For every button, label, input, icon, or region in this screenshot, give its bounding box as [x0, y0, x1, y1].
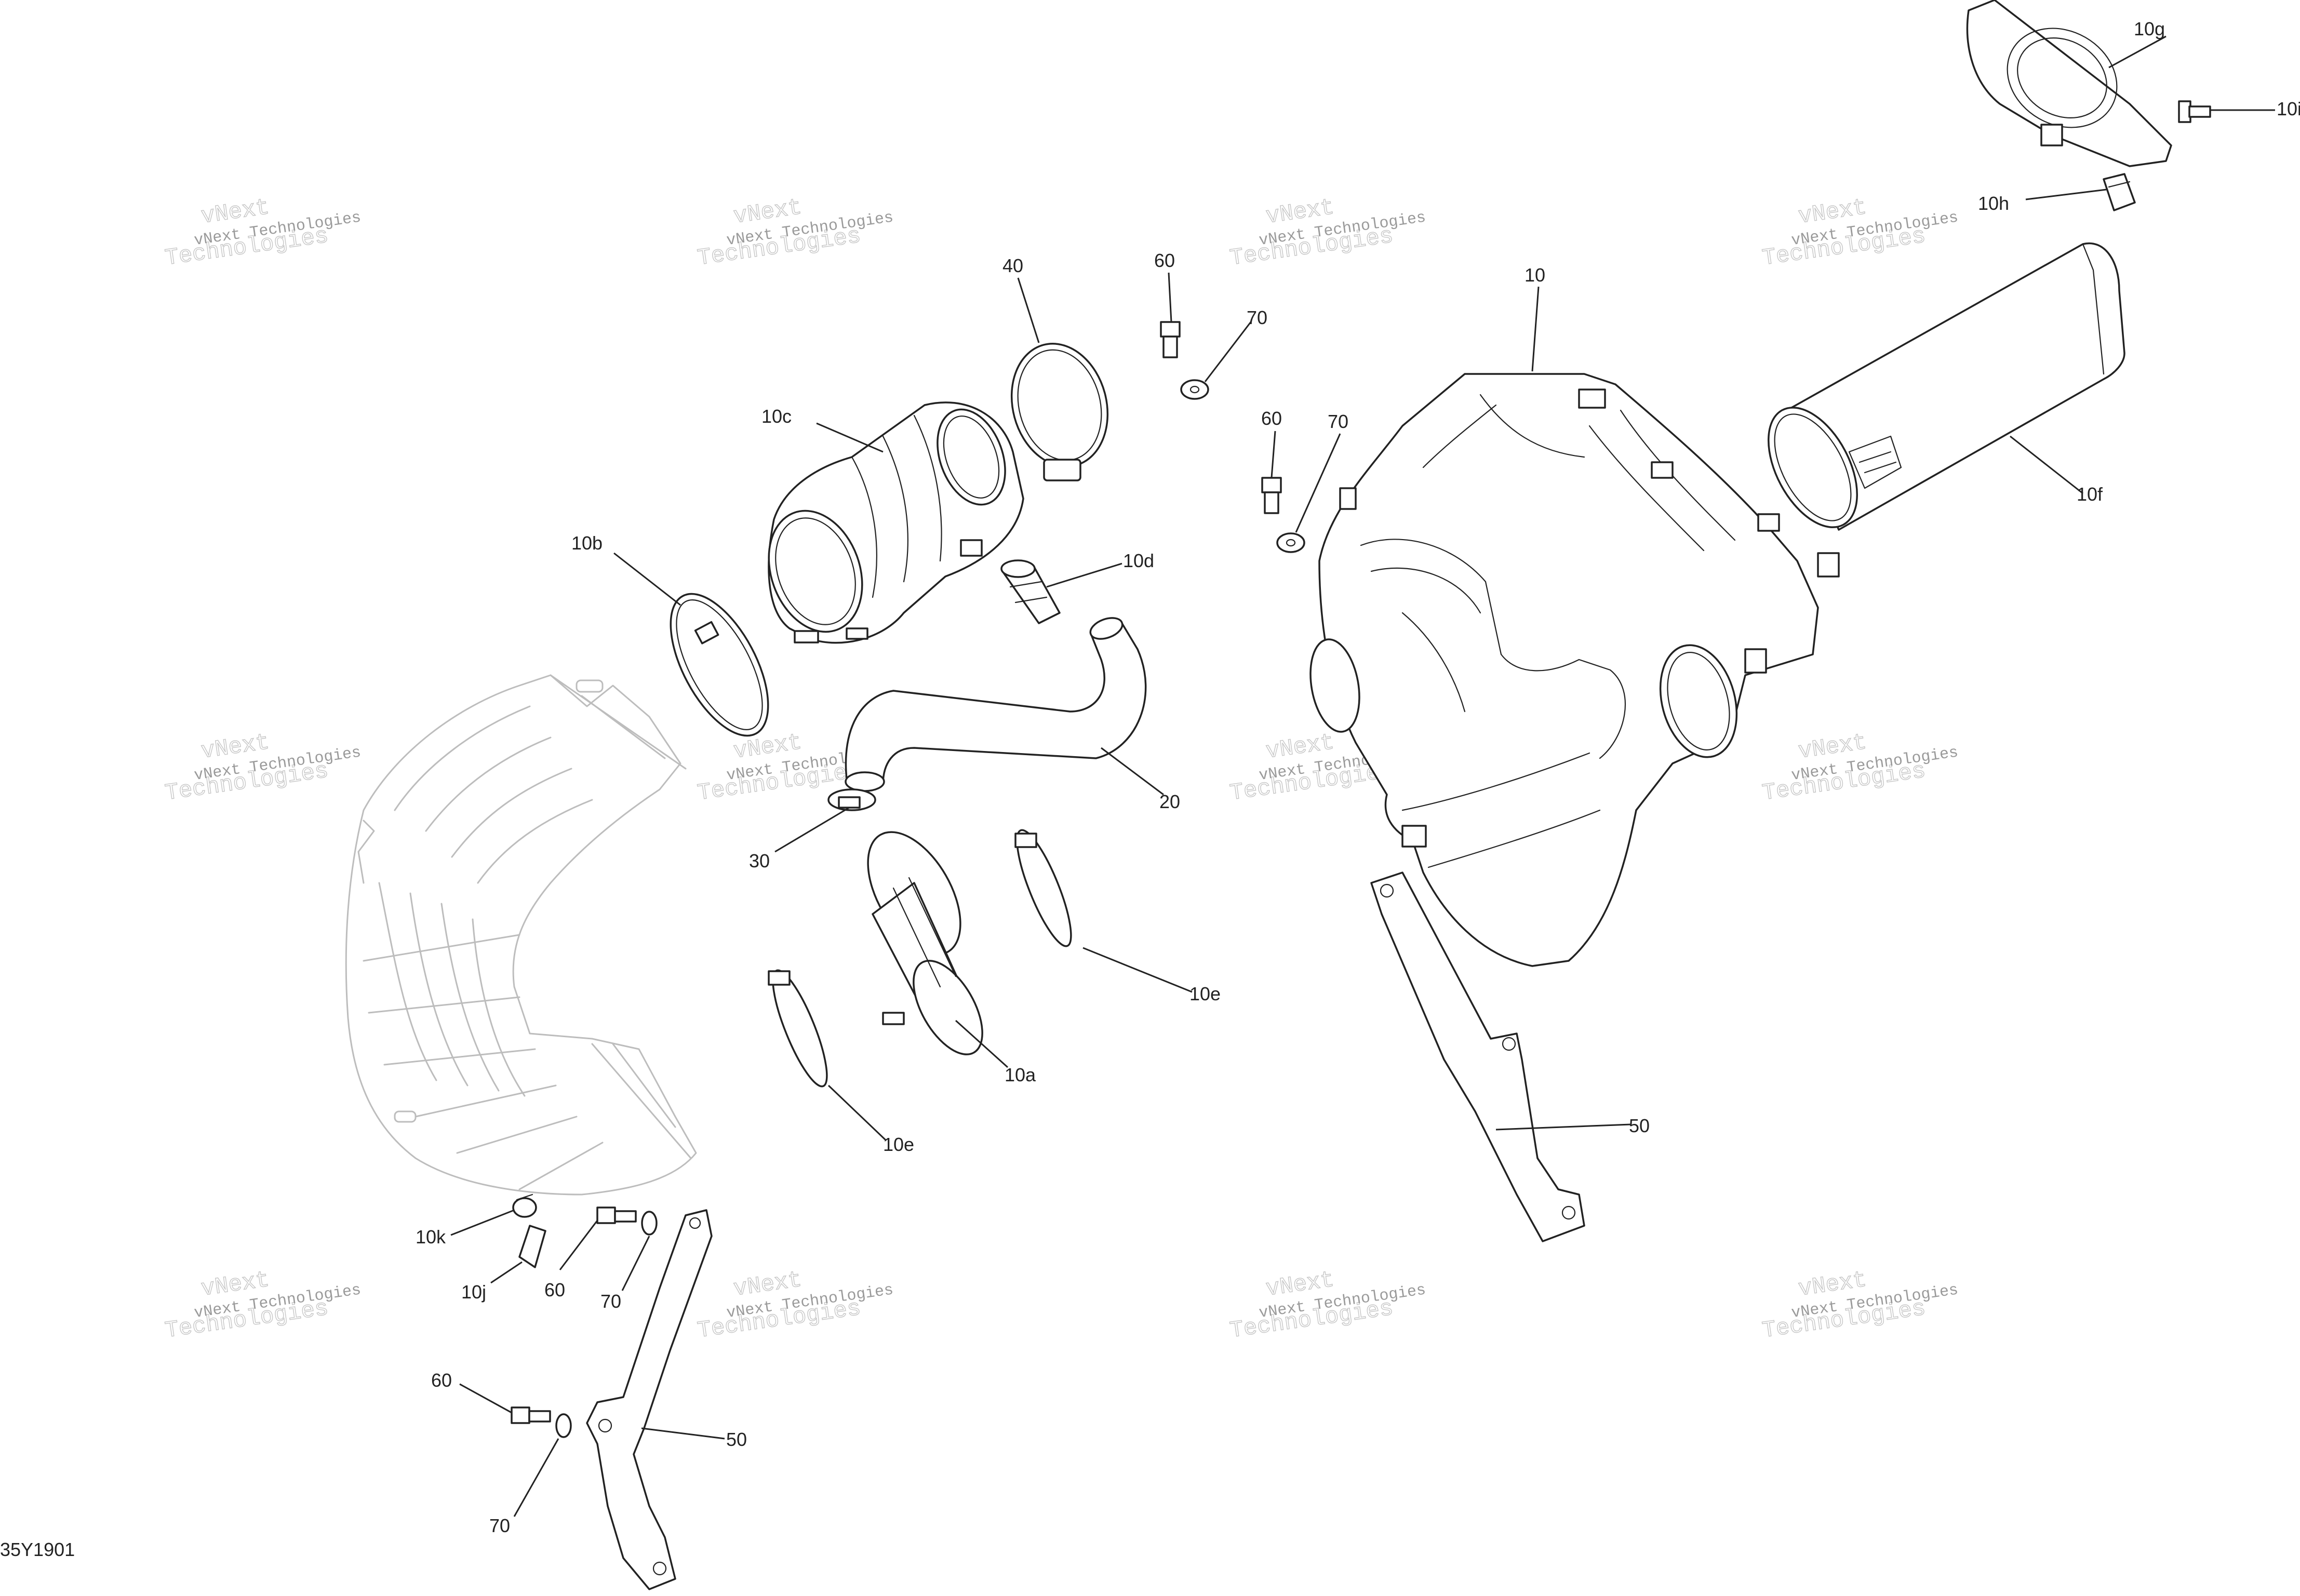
- callout-10c: 10c: [761, 406, 792, 427]
- clamp-10e-upper: [1014, 829, 1072, 947]
- callout-10k: 10k: [416, 1226, 446, 1248]
- washer-70-mid: [1276, 532, 1305, 553]
- filter-cap-10g: [1966, 0, 2172, 167]
- callout-10: 10: [1525, 264, 1545, 286]
- callout-20: 20: [1159, 791, 1180, 812]
- callout-10b: 10b: [571, 532, 603, 554]
- screw-10i: [2178, 100, 2211, 123]
- clip-10k: [512, 1193, 537, 1218]
- callout-10g: 10g: [2134, 18, 2165, 39]
- bolt-60-top: [1160, 321, 1181, 358]
- bolt-60-lower: [596, 1206, 637, 1224]
- callout-10h: 10h: [1978, 193, 2009, 214]
- washer-70-bottom: [555, 1413, 572, 1438]
- callout-70-mid: 70: [1328, 411, 1348, 432]
- bracket-50-left: [586, 1209, 713, 1590]
- callout-40: 40: [1002, 255, 1023, 276]
- callout-70-top: 70: [1247, 307, 1267, 328]
- callout-10a: 10a: [1005, 1064, 1036, 1085]
- callout-60-mid: 60: [1261, 408, 1282, 429]
- clamp-10e-lower: [768, 969, 828, 1088]
- callout-10e-upper: 10e: [1189, 983, 1221, 1004]
- bolt-60-bottom: [511, 1406, 551, 1424]
- callout-10d: 10d: [1123, 550, 1154, 571]
- callout-10f: 10f: [2077, 484, 2103, 505]
- callout-labels: 10g 10i 10h 40 60 70 10 10c 60 70 10f 10…: [416, 18, 2300, 1536]
- callout-60-top: 60: [1154, 250, 1175, 271]
- bolt-60-mid: [1261, 477, 1282, 514]
- clip-10h: [2103, 173, 2136, 211]
- hose-20: [845, 617, 1147, 792]
- callout-50-left: 50: [726, 1429, 747, 1450]
- callout-10j: 10j: [461, 1281, 486, 1303]
- leader-lines: [450, 35, 2275, 1517]
- washer-70-lower: [641, 1211, 658, 1236]
- callout-30: 30: [749, 850, 770, 871]
- callout-60-lower: 60: [544, 1279, 565, 1300]
- clamp-ring-10b: [670, 593, 769, 737]
- callout-60-bottom: 60: [431, 1370, 452, 1391]
- callout-70-lower: 70: [600, 1291, 621, 1312]
- airbox-housing-10: [1309, 373, 1840, 967]
- adapter-body-10c: [768, 401, 1024, 644]
- bracket-50-right: [1370, 871, 1585, 1242]
- callout-50-right: 50: [1629, 1115, 1650, 1136]
- drawing-code: 35Y1901: [0, 1539, 75, 1560]
- callout-10e-lower: 10e: [883, 1134, 914, 1155]
- coupler-10a: [867, 831, 983, 1055]
- callout-70-bottom: 70: [489, 1515, 510, 1536]
- hose-clamp-40: [1010, 343, 1109, 481]
- intake-duct-ghost: [345, 674, 697, 1196]
- washer-70-top: [1180, 379, 1209, 400]
- small-clamp-30: [827, 788, 876, 811]
- filter-element-10f: [1768, 242, 2125, 531]
- callout-10i: 10i: [2277, 98, 2300, 119]
- sleeve-10j: [518, 1225, 546, 1268]
- fitting-10d: [1000, 559, 1061, 624]
